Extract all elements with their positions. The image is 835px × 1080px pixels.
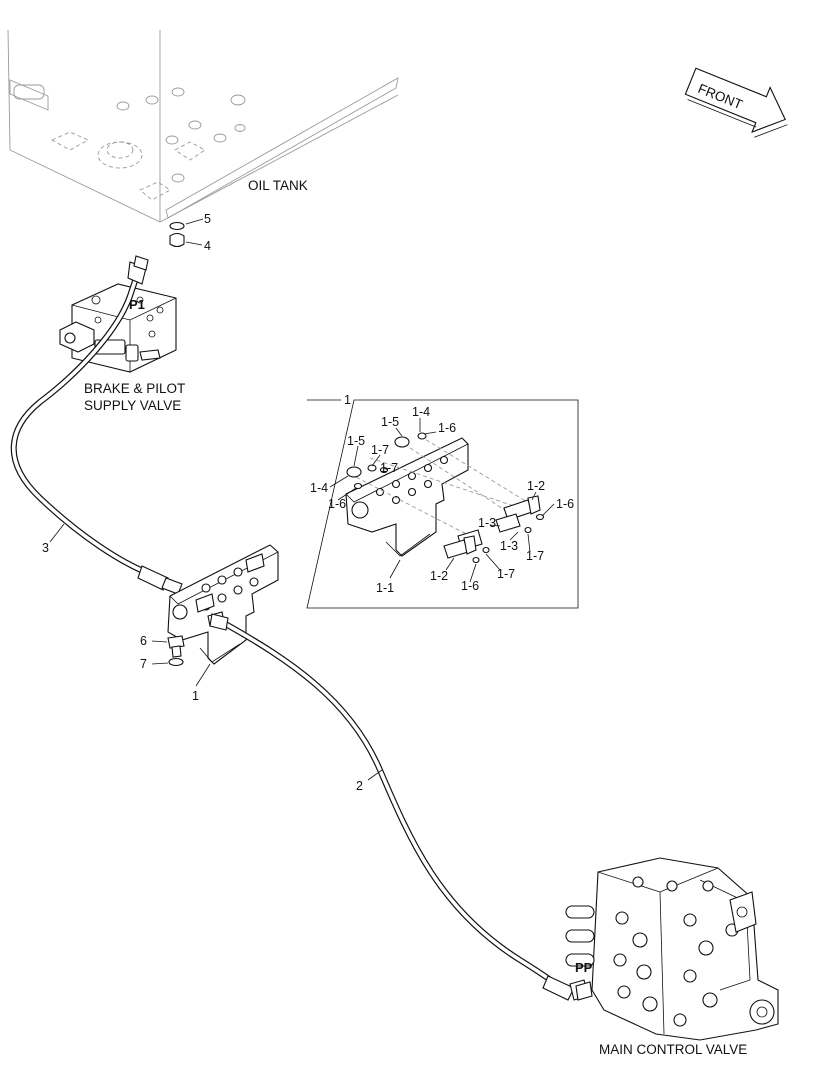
drain-fitting	[169, 218, 204, 248]
main-control-valve-label: MAIN CONTROL VALVE	[599, 1042, 747, 1057]
detail-box	[306, 399, 579, 609]
fitting-1-2-lower	[443, 535, 477, 559]
detail-label: 1-7	[371, 443, 389, 457]
port-pp-label: PP	[575, 960, 593, 975]
callout-1: 1	[192, 689, 199, 703]
callout-6: 6	[140, 634, 147, 648]
detail-label: 1-3	[500, 539, 518, 553]
detail-label: 1-1	[376, 581, 394, 595]
port-p1-label: P1	[129, 297, 145, 312]
detail-label: 1-4	[310, 481, 328, 495]
hose-3	[10, 255, 183, 595]
washer-7	[151, 657, 184, 667]
detail-label: 1-6	[556, 497, 574, 511]
brake-pilot-label-line1: BRAKE & PILOT	[84, 381, 185, 396]
detail-label: 1-2	[430, 569, 448, 583]
brake-pilot-label-line2: SUPPLY VALVE	[84, 398, 181, 413]
detail-label: 1-7	[497, 567, 515, 581]
detail-label: 1-2	[527, 479, 545, 493]
oil-tank	[7, 29, 399, 248]
callout-7: 7	[140, 657, 147, 671]
hose-2	[209, 613, 589, 1001]
fitting-1-3-right	[495, 513, 521, 533]
front-arrow-icon	[684, 67, 788, 138]
callout-4: 4	[204, 239, 211, 253]
brake-pilot-supply-valve	[59, 283, 177, 373]
detail-label: 1-7	[526, 549, 544, 563]
oil-tank-label: OIL TANK	[248, 178, 308, 193]
detail-label: 1-3	[478, 516, 496, 530]
main-control-valve	[565, 857, 779, 1041]
callout-2: 2	[356, 779, 363, 793]
bolt-6	[151, 635, 185, 658]
detail-label: 1-7	[380, 461, 398, 475]
detail-label: 1-5	[381, 415, 399, 429]
detail-label: 1-6	[438, 421, 456, 435]
callout-3: 3	[42, 541, 49, 555]
detail-label: 1-6	[328, 497, 346, 511]
detail-label: 1-5	[347, 434, 365, 448]
detail-label: 1-4	[412, 405, 430, 419]
detail-title: 1	[344, 393, 351, 407]
bracket-assembly	[167, 544, 279, 687]
callout-5: 5	[204, 212, 211, 226]
detail-label: 1-6	[461, 579, 479, 593]
